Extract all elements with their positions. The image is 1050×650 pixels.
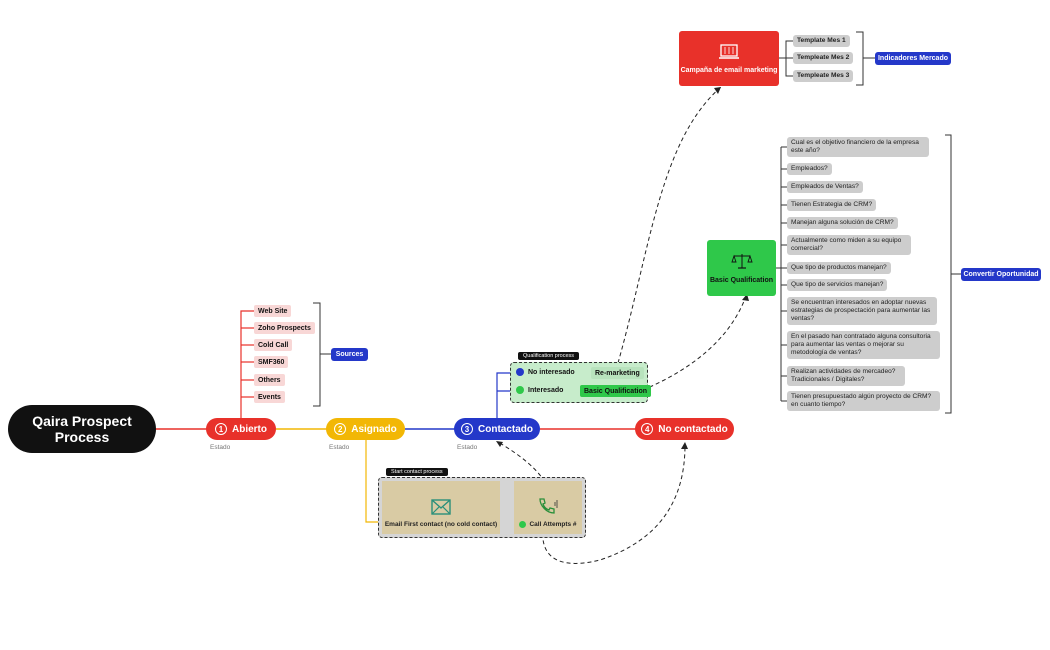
source-item[interactable]: Web Site [254, 305, 292, 317]
stage-number-badge: 4 [641, 423, 654, 435]
template-item[interactable]: Template Mes 1 [793, 35, 850, 47]
basic-qualification-pill[interactable]: Basic Qualification [580, 385, 652, 397]
stage-label: No contactado [658, 423, 728, 435]
call-attempts-label: Call Attempts # [529, 521, 577, 528]
interesado-node[interactable]: Interesado [516, 386, 563, 394]
question-item[interactable]: Que tipo de servicios manejan? [787, 279, 888, 291]
stage-number-badge: 3 [461, 423, 473, 435]
template-item[interactable]: Templeate Mes 3 [793, 70, 854, 82]
stage-label: Contactado [478, 423, 533, 435]
sources-summary[interactable]: Sources [331, 348, 368, 361]
stage-estado-label: Estado [329, 444, 350, 451]
question-item[interactable]: Empleados? [787, 163, 832, 175]
indicadores-mercado-summary[interactable]: Indicadores Mercado [875, 52, 951, 65]
interesado-label: Interesado [528, 386, 564, 394]
check-circle-icon [516, 386, 524, 394]
stage-contactado[interactable]: 3 Contactado [454, 418, 540, 440]
source-item[interactable]: SMF360 [254, 356, 289, 368]
stage-label: Asignado [351, 423, 397, 435]
phone-icon [539, 498, 558, 514]
no-interesado-node[interactable]: No interesado [516, 368, 575, 376]
root-title-line1: Qaira Prospect [32, 413, 132, 429]
stage-label: Abierto [232, 423, 267, 435]
convertir-oportunidad-summary[interactable]: Convertir Oportunidad [961, 268, 1041, 281]
basic-qualification-node[interactable]: Basic Qualification [707, 240, 776, 296]
source-item[interactable]: Zoho Prospects [254, 322, 315, 334]
stage-no-contactado[interactable]: 4 No contactado [635, 418, 734, 440]
stage-number-badge: 1 [215, 423, 227, 435]
email-first-contact-label: Email First contact (no cold contact) [384, 521, 498, 528]
email-first-contact-node[interactable]: Email First contact (no cold contact) [382, 481, 500, 534]
question-item[interactable]: Empleados de Ventas? [787, 181, 863, 193]
root-node[interactable]: Qaira Prospect Process [8, 405, 156, 453]
source-item[interactable]: Others [254, 374, 285, 386]
source-item[interactable]: Events [254, 391, 285, 403]
template-item[interactable]: Templeate Mes 2 [793, 52, 854, 64]
question-item[interactable]: Cual es el objetivo financiero de la emp… [787, 137, 929, 157]
question-item[interactable]: Que tipo de productos manejan? [787, 262, 891, 274]
question-item[interactable]: En el pasado han contratado alguna consu… [787, 331, 940, 359]
qualification-process-tag: Qualification process [518, 352, 580, 360]
basic-qualification-label: Basic Qualification [709, 277, 774, 284]
question-item[interactable]: Realizan actividades de mercadeo? Tradic… [787, 366, 905, 386]
question-item[interactable]: Se encuentran interesados en adoptar nue… [787, 297, 937, 325]
source-item[interactable]: Cold Call [254, 339, 293, 351]
check-circle-icon [519, 521, 527, 528]
root-title-line2: Process [54, 429, 110, 445]
stage-number-badge: 2 [334, 423, 347, 435]
question-item[interactable]: Tienen presupuestado algún proyecto de C… [787, 391, 940, 411]
email-campaign-node[interactable]: Campaña de email marketing [679, 31, 779, 86]
stage-estado-label: Estado [210, 444, 231, 451]
info-icon [516, 368, 524, 376]
stage-asignado[interactable]: 2 Asignado [326, 418, 405, 440]
question-item[interactable]: Manejan alguna solución de CRM? [787, 217, 898, 229]
no-interesado-label: No interesado [528, 368, 575, 376]
stage-estado-label: Estado [457, 444, 478, 451]
call-attempts-node[interactable]: Call Attempts # [514, 481, 582, 534]
remarketing-node[interactable]: Re-marketing [591, 367, 644, 379]
scale-icon [730, 254, 753, 269]
question-item[interactable]: Tienen Estrategia de CRM? [787, 199, 877, 211]
envelope-icon [431, 499, 451, 515]
question-item[interactable]: Actualmente como miden a su equipo comer… [787, 235, 911, 255]
stage-abierto[interactable]: 1 Abierto [206, 418, 276, 440]
contact-process-tag: Start contact process [386, 468, 448, 476]
email-campaign-label: Campaña de email marketing [680, 66, 778, 74]
laptop-icon [719, 43, 739, 59]
